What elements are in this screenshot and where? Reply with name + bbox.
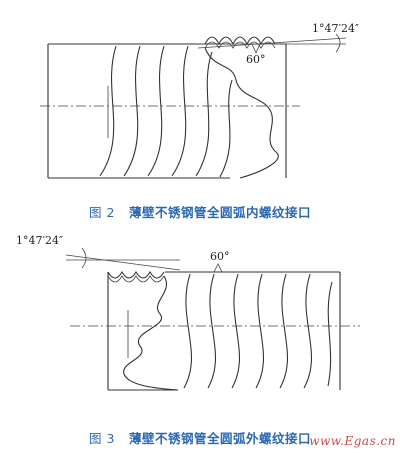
thread-profile-inner <box>107 275 165 283</box>
thread-profile <box>204 36 286 46</box>
helix-lines <box>127 273 333 389</box>
taper-angle-label: 1°47′24″ <box>16 234 63 247</box>
external-thread-drawing: 1°47′24″ 60° <box>16 234 360 391</box>
taper-angle-line <box>197 37 347 49</box>
thread-profile <box>107 270 165 279</box>
internal-thread-drawing: 1°47′24″ 60° <box>40 22 359 179</box>
angle-arc <box>335 33 341 53</box>
figure-2-title: 薄壁不锈钢管全圆弧内螺纹接口 <box>128 205 311 220</box>
pipe-outline <box>107 271 341 391</box>
figure-3-title: 薄壁不锈钢管全圆弧外螺纹接口 <box>128 431 311 446</box>
thread-angle-mark <box>251 43 261 54</box>
figure-2-number: 图 2 <box>89 205 115 220</box>
thread-profile-inner <box>204 41 276 49</box>
angle-arc <box>81 247 87 269</box>
figure-3-caption: 图 3 薄壁不锈钢管全圆弧外螺纹接口 <box>0 428 400 447</box>
figure-3-number: 图 3 <box>89 431 115 446</box>
thread-angle-label: 60° <box>210 250 230 263</box>
helix-lines <box>99 45 233 178</box>
thread-angle-label: 60° <box>246 53 266 66</box>
watermark: www.Egas.cn <box>309 434 396 448</box>
break-line <box>123 275 179 391</box>
break-line <box>204 47 279 179</box>
taper-angle-label: 1°47′24″ <box>312 22 359 35</box>
figure-2-caption: 图 2 薄壁不锈钢管全圆弧内螺纹接口 <box>0 202 400 221</box>
pipe-outline <box>47 43 230 179</box>
thread-angle-mark <box>213 263 223 273</box>
taper-angle-line <box>65 254 181 271</box>
